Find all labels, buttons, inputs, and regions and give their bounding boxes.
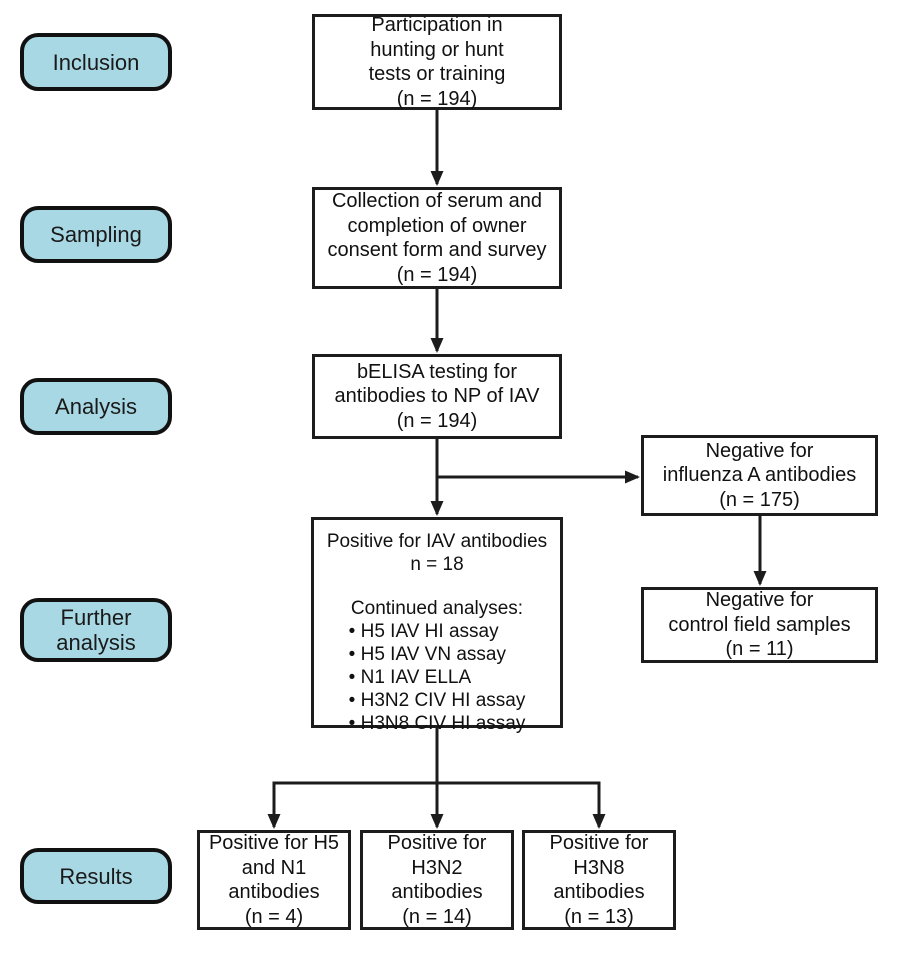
stage-pill-sampling: Sampling — [20, 206, 172, 263]
box-result-h3n2-text: Positive for H3N2 antibodies (n = 14) — [387, 832, 487, 928]
box-result-h5n1-text: Positive for H5 and N1 antibodies (n = 4… — [208, 832, 340, 928]
box-negative-control-text: Negative for control field samples (n = … — [668, 589, 851, 661]
box-positive-iav-title: Positive for IAV antibodies n = 18 — [326, 531, 548, 575]
continued-analyses-list: • H5 IAV HI assay • H5 IAV VN assay • N1… — [349, 620, 526, 735]
list-item: • N1 IAV ELLA — [348, 667, 472, 688]
stage-pill-results: Results — [20, 848, 172, 904]
box-collection-text: Collection of serum and completion of ow… — [327, 190, 547, 286]
box-belisa-text: bELISA testing for antibodies to NP of I… — [334, 360, 540, 432]
box-negative-iav: Negative for influenza A antibodies (n =… — [641, 435, 878, 516]
box-result-h3n2: Positive for H3N2 antibodies (n = 14) — [360, 830, 514, 930]
box-result-h3n8: Positive for H3N8 antibodies (n = 13) — [522, 830, 676, 930]
box-result-h3n8-text: Positive for H3N8 antibodies (n = 13) — [549, 832, 649, 928]
box-participation-text: Participation in hunting or hunt tests o… — [368, 14, 506, 110]
box-positive-iav-subtitle: Continued analyses: — [350, 598, 524, 619]
stage-pill-further-analysis: Further analysis — [20, 598, 172, 662]
list-item: • H3N8 CIV HI assay — [348, 713, 526, 734]
box-negative-iav-text: Negative for influenza A antibodies (n =… — [662, 439, 857, 511]
box-participation: Participation in hunting or hunt tests o… — [312, 14, 562, 110]
list-item: • H3N2 CIV HI assay — [348, 690, 526, 711]
box-positive-iav: Positive for IAV antibodies n = 18 Conti… — [311, 517, 563, 734]
box-result-h5n1: Positive for H5 and N1 antibodies (n = 4… — [197, 830, 351, 930]
list-item: • H5 IAV HI assay — [348, 621, 499, 642]
box-collection: Collection of serum and completion of ow… — [312, 187, 562, 289]
box-belisa: bELISA testing for antibodies to NP of I… — [312, 354, 562, 439]
list-item: • H5 IAV VN assay — [348, 644, 506, 665]
stage-pill-inclusion: Inclusion — [20, 33, 172, 91]
box-negative-control: Negative for control field samples (n = … — [641, 587, 878, 663]
stage-pill-analysis: Analysis — [20, 378, 172, 435]
